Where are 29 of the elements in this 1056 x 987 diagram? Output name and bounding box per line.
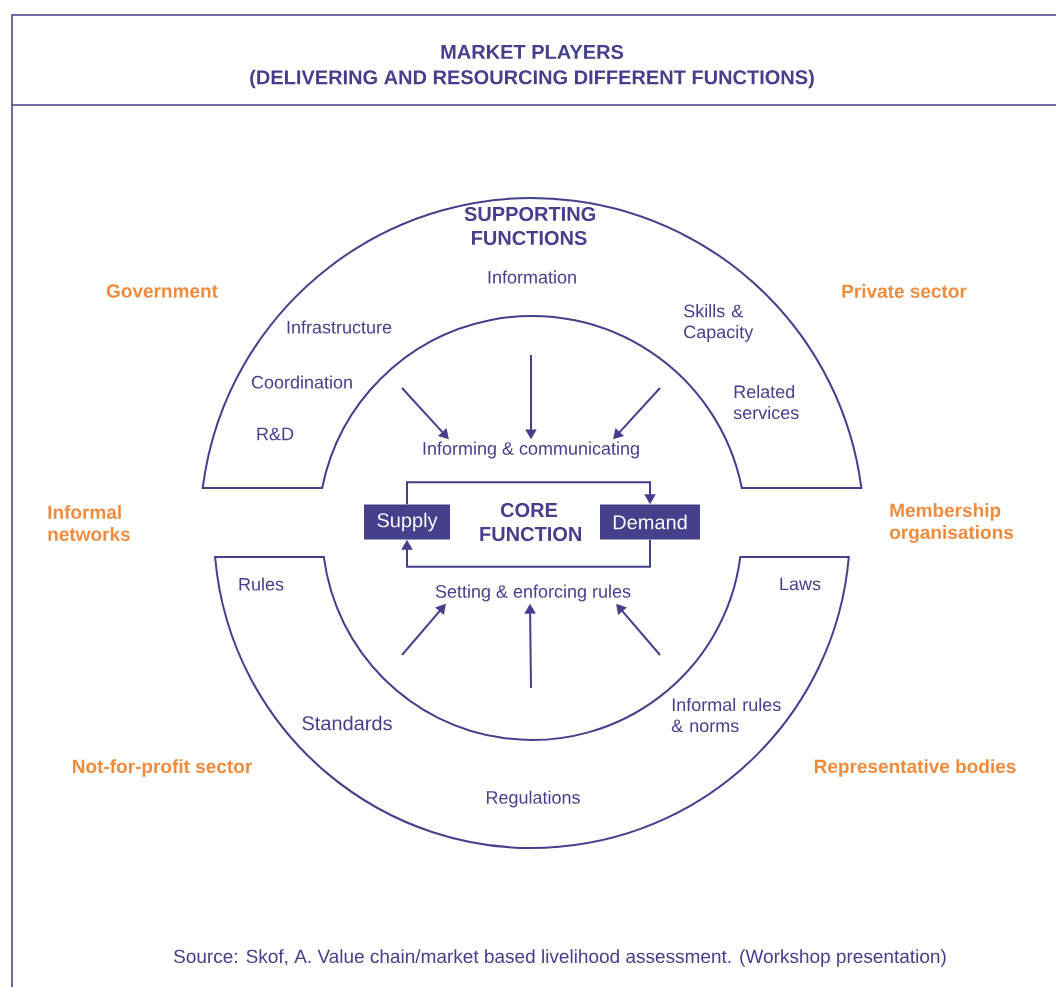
core-label: CORE FUNCTION <box>480 502 581 542</box>
arrow <box>406 481 656 506</box>
player-label: Membership organisations <box>889 503 1013 543</box>
band-label: Rules <box>239 577 284 591</box>
arrow <box>401 538 651 568</box>
function-box: Supply <box>364 504 450 540</box>
band-label: Related services <box>733 384 799 420</box>
band-label: Laws <box>780 577 821 591</box>
band-label: R&D <box>257 427 294 441</box>
band-label: Regulations <box>486 790 580 808</box>
band-label: Skills & Capacity <box>684 304 754 342</box>
function-label: Informing & communicating <box>423 441 639 459</box>
function-box: Demand <box>600 504 700 540</box>
band-label: Coordination <box>251 375 352 389</box>
heading: MARKET PLAYERS <box>441 44 624 60</box>
header-band <box>11 14 1056 106</box>
band-label: Standards <box>302 715 392 731</box>
player-label: Private sector <box>842 284 967 298</box>
source-caption: Source: Skof, A. Value chain/market based livelihood assessment. (Workshop presentation) <box>174 949 946 967</box>
heading: (DELIVERING AND RESOURCING DIFFERENT FUNCTIONS) <box>250 69 814 89</box>
function-label: Setting & enforcing rules <box>435 584 631 602</box>
band-label: SUPPORTING FUNCTIONS <box>464 206 595 246</box>
player-label: Representative bodies <box>814 759 1016 777</box>
band-label: Informal rules & norms <box>671 697 781 733</box>
player-label: Not-for-profit sector <box>73 759 252 777</box>
player-label: Government <box>106 284 218 298</box>
band-label: Infrastructure <box>287 320 392 334</box>
band-label: Information <box>488 270 576 284</box>
player-label: Informal networks <box>48 505 130 541</box>
